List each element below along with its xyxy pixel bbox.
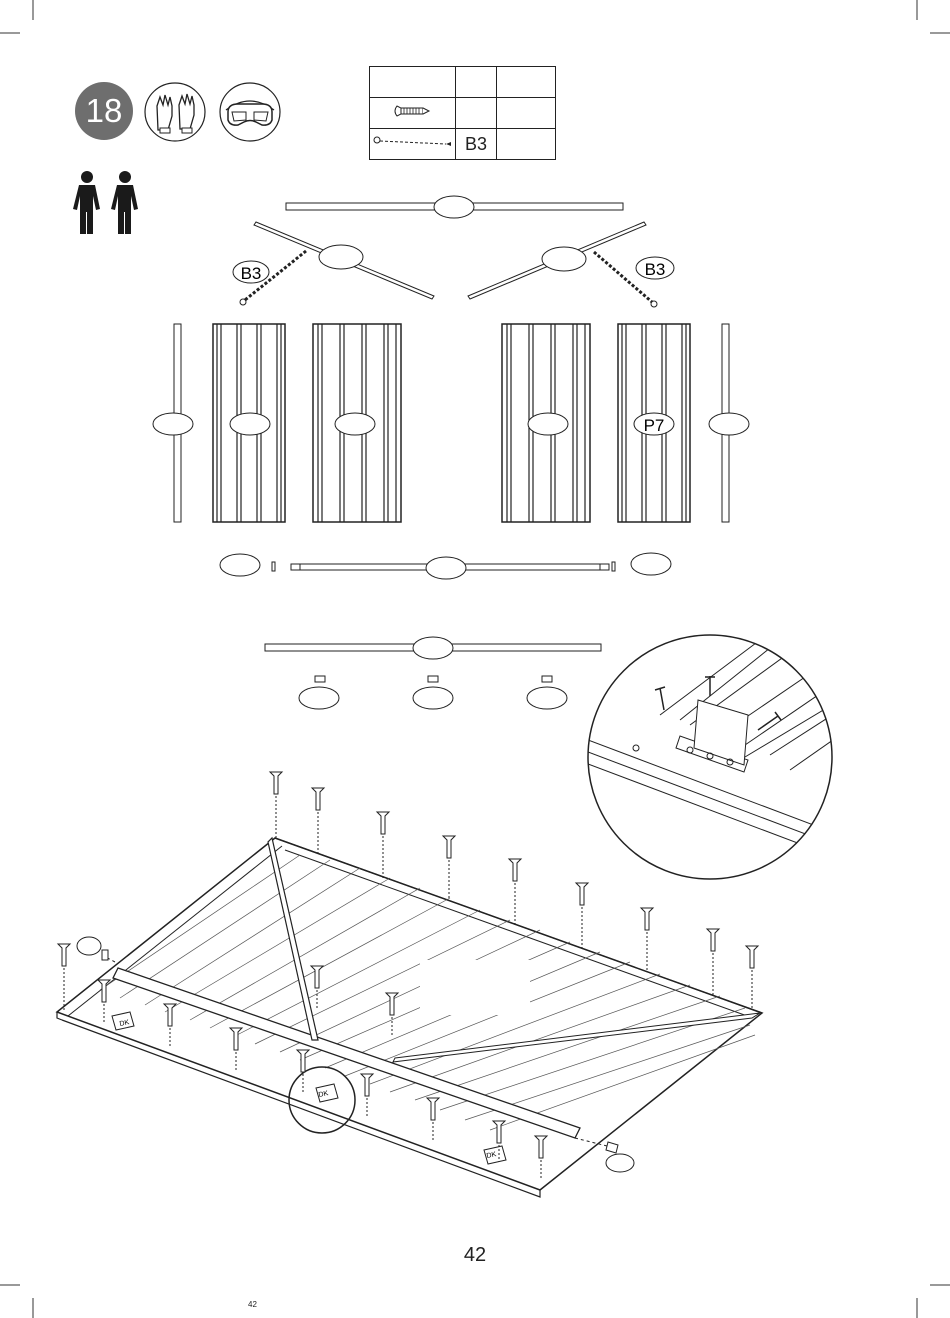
detail-view xyxy=(588,635,840,879)
part-callout xyxy=(153,413,193,435)
part-callout xyxy=(606,1154,634,1172)
panel-2 xyxy=(313,324,401,522)
part-callout xyxy=(542,247,586,271)
screw xyxy=(746,946,758,1010)
top-bar xyxy=(286,196,623,218)
right-post xyxy=(709,324,749,522)
panel-1 xyxy=(213,324,285,522)
part-callout xyxy=(335,413,375,435)
callout-label-p7: P7 xyxy=(644,416,665,435)
part-callout xyxy=(319,245,363,269)
roof-frame xyxy=(57,838,762,1197)
screw xyxy=(509,859,521,925)
part-callout xyxy=(631,553,671,575)
footer-page-number: 42 xyxy=(248,1300,257,1309)
screw xyxy=(312,788,324,855)
screw xyxy=(58,944,70,1010)
part-callout xyxy=(413,687,453,709)
screw xyxy=(270,772,282,838)
screw xyxy=(707,929,719,995)
bottom-rail xyxy=(220,553,671,579)
page-number: 42 xyxy=(0,1244,950,1267)
part-callout xyxy=(527,687,567,709)
part-callout xyxy=(413,637,453,659)
cross-bar xyxy=(265,637,601,659)
part-callout xyxy=(434,196,474,218)
panel-4: P7 xyxy=(618,324,690,522)
right-brace xyxy=(468,222,646,299)
screw xyxy=(443,836,455,900)
part-callout xyxy=(220,554,260,576)
part-callout xyxy=(709,413,749,435)
bracket-parts xyxy=(299,676,567,709)
part-callout xyxy=(230,413,270,435)
panel-3 xyxy=(502,324,590,522)
callout-label-b3-right: B3 xyxy=(645,260,666,279)
screw xyxy=(576,883,588,948)
part-callout xyxy=(77,937,101,955)
left-post xyxy=(153,324,193,522)
screw xyxy=(641,908,653,972)
left-brace xyxy=(254,222,434,299)
part-callout xyxy=(299,687,339,709)
callout-label-b3-left: B3 xyxy=(241,264,262,283)
screw xyxy=(377,812,389,878)
part-callout xyxy=(426,557,466,579)
part-callout xyxy=(528,413,568,435)
